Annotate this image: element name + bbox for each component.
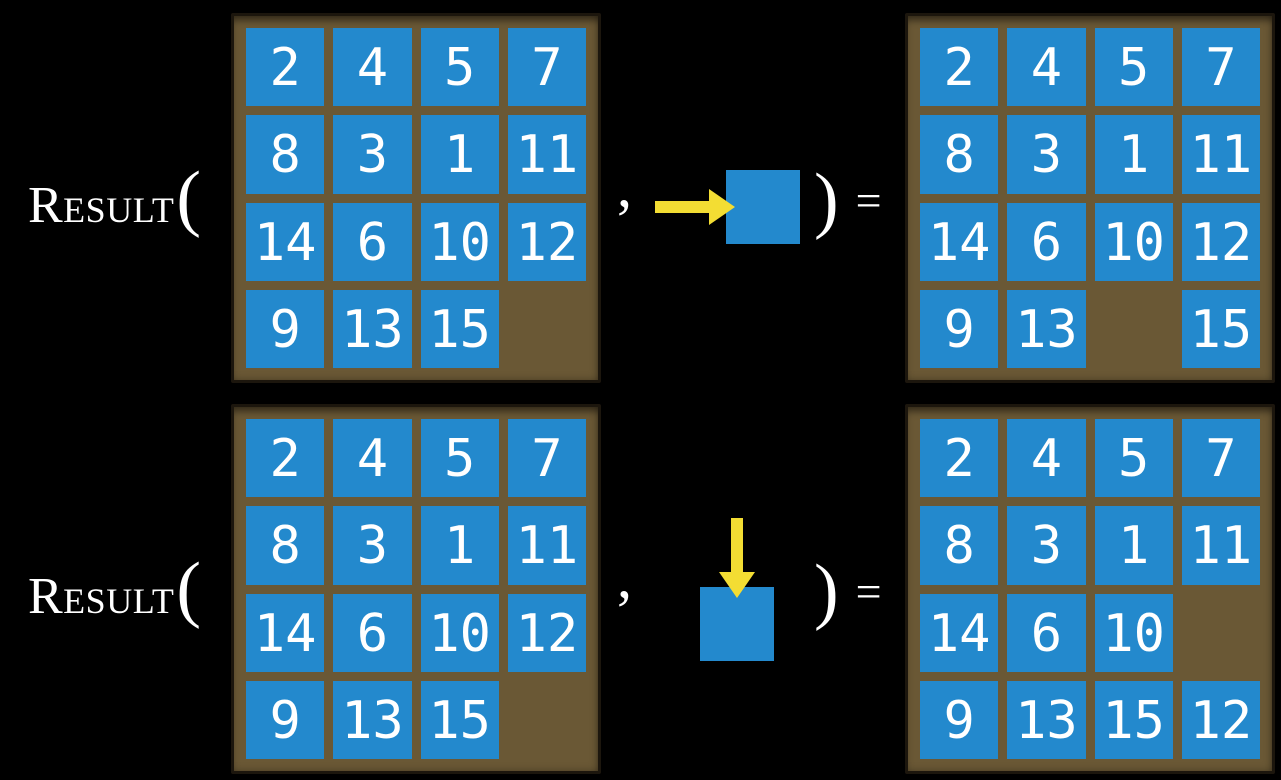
puzzle-tile: 12 [507,593,586,672]
puzzle-tile: 9 [920,680,999,759]
puzzle-tile: 15 [1181,289,1260,368]
puzzle-tile: 5 [1094,419,1173,498]
puzzle-tile: 14 [920,202,999,281]
puzzle-tile: 6 [333,593,412,672]
puzzle-tile: 4 [333,28,412,107]
puzzle-tile: 2 [920,28,999,107]
right-arrow-icon [655,189,735,225]
puzzle-tile: 3 [1007,506,1086,585]
puzzle-tile: 7 [507,419,586,498]
puzzle-tile: 9 [246,680,325,759]
puzzle-tile: 14 [246,202,325,281]
puzzle-tile: 11 [507,115,586,194]
puzzle-tile: 10 [420,593,499,672]
puzzle-tile: 3 [333,115,412,194]
result-function-label: Result( [28,552,201,626]
down-arrow-icon [719,518,755,598]
puzzle-tile: 15 [1094,680,1173,759]
puzzle-tile: 11 [1181,115,1260,194]
puzzle-tile: 6 [333,202,412,281]
puzzle-tile: 13 [1007,680,1086,759]
puzzle-tile: 1 [1094,506,1173,585]
puzzle-tile: 4 [333,419,412,498]
puzzle-tile: 1 [1094,115,1173,194]
puzzle-tile: 8 [920,506,999,585]
puzzle-tile: 2 [246,419,325,498]
puzzle-tile: 6 [1007,593,1086,672]
blank-tile [700,587,774,661]
puzzle-tile: 11 [507,506,586,585]
equals-sign: = [855,565,882,617]
blank-tile [726,170,800,244]
close-paren-equals: ) = [814,163,882,237]
puzzle-tile: 10 [1094,593,1173,672]
puzzle-tile: 15 [420,680,499,759]
puzzle-tile: 5 [420,419,499,498]
puzzle-tile: 12 [1181,680,1260,759]
puzzle-tile: 13 [333,289,412,368]
puzzle-tile: 13 [1007,289,1086,368]
empty-cell [508,290,586,368]
puzzle-tile: 1 [420,506,499,585]
open-paren: ( [176,157,202,239]
puzzle-tile: 14 [246,593,325,672]
close-paren: ) [814,159,839,242]
empty-cell [508,681,586,759]
puzzle-tile: 11 [1181,506,1260,585]
puzzle-tile: 1 [420,115,499,194]
close-paren: ) [814,550,839,633]
puzzle-tile: 15 [420,289,499,368]
puzzle-tile: 7 [1181,419,1260,498]
comma-separator: , [617,153,632,219]
close-paren-equals: ) = [814,554,882,628]
empty-cell [1095,290,1173,368]
empty-cell [1182,594,1260,672]
puzzle-tile: 3 [333,506,412,585]
puzzle-tile: 4 [1007,419,1086,498]
puzzle-tile: 9 [920,289,999,368]
puzzle-tile: 7 [1181,28,1260,107]
puzzle-tile: 7 [507,28,586,107]
puzzle-tile: 9 [246,289,325,368]
puzzle-tile: 14 [920,593,999,672]
puzzle-tile: 8 [246,115,325,194]
puzzle-tile: 8 [246,506,325,585]
open-paren: ( [176,548,202,630]
function-name: Result [28,177,175,234]
puzzle-tile: 12 [1181,202,1260,281]
puzzle-tile: 6 [1007,202,1086,281]
puzzle-tile: 8 [920,115,999,194]
puzzle-tile: 5 [420,28,499,107]
move-action-right [655,170,800,244]
puzzle-tile: 5 [1094,28,1173,107]
function-name: Result [28,568,175,625]
puzzle-tile: 4 [1007,28,1086,107]
puzzle-tile: 10 [1094,202,1173,281]
result-function-label: Result( [28,161,201,235]
puzzle-tile: 2 [920,419,999,498]
move-action-down [700,518,774,661]
equals-sign: = [855,174,882,226]
comma-separator: , [617,544,632,610]
puzzle-tile: 10 [420,202,499,281]
puzzle-tile: 13 [333,680,412,759]
puzzle-tile: 12 [507,202,586,281]
puzzle-tile: 2 [246,28,325,107]
puzzle-tile: 3 [1007,115,1086,194]
